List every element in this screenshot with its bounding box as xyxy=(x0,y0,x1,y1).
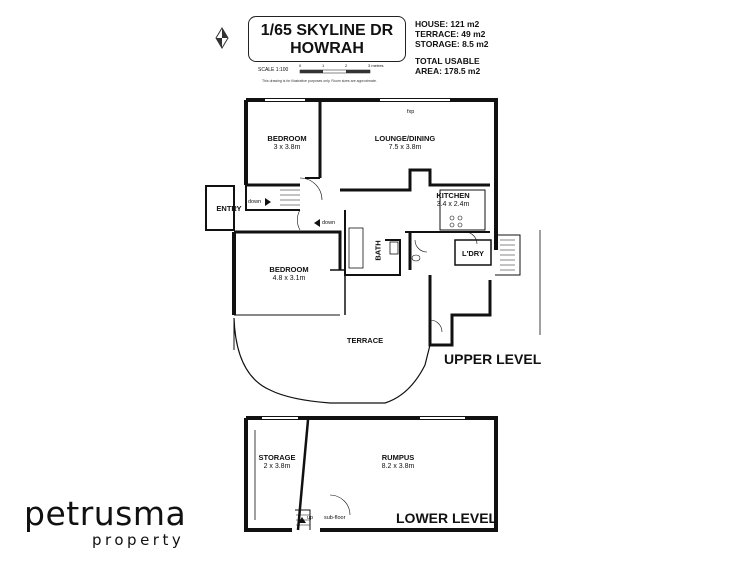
room-lounge-size: 7.5 x 3.8m xyxy=(388,144,422,151)
room-kitchen: KITCHEN 3.4 x 2.4m xyxy=(430,191,476,209)
room-rumpus-size: 8.2 x 3.8m xyxy=(381,463,415,470)
area-terrace: TERRACE: 49 m2 xyxy=(415,29,486,39)
room-terrace: TERRACE xyxy=(340,336,390,345)
room-bedroom1-name: BEDROOM xyxy=(267,134,307,143)
room-laundry-name: L'DRY xyxy=(462,249,484,258)
title-line1: 1/65 SKYLINE DR xyxy=(260,22,394,39)
scale-label: SCALE 1:100 xyxy=(258,67,289,73)
room-storage-size: 2 x 3.8m xyxy=(263,463,291,470)
room-laundry: L'DRY xyxy=(456,249,490,258)
title-line2: HOWRAH xyxy=(290,40,364,57)
level-upper: UPPER LEVEL xyxy=(444,351,542,367)
room-entry-name: ENTRY xyxy=(216,204,242,213)
room-bedroom2-size: 4.8 x 3.1m xyxy=(272,275,306,282)
room-bedroom1-size: 3 x 3.8m xyxy=(273,144,301,151)
room-lounge-name: LOUNGE/DINING xyxy=(374,134,436,143)
arrow-right-icon xyxy=(265,198,271,206)
room-storage-name: STORAGE xyxy=(258,453,296,462)
room-kitchen-name: KITCHEN xyxy=(436,191,470,200)
room-bath-name: BATH xyxy=(373,240,383,261)
room-kitchen-size: 3.4 x 2.4m xyxy=(436,201,470,208)
property-title: 1/65 SKYLINE DR HOWRAH xyxy=(248,16,406,62)
arrow-left-icon xyxy=(314,219,320,227)
arrow-up-icon xyxy=(298,517,306,523)
label-up: up xyxy=(307,515,314,521)
room-entry: ENTRY xyxy=(212,204,246,213)
scale-tick-2: 2 xyxy=(345,63,348,68)
label-down-hall: down xyxy=(322,220,336,226)
scale-tick-0: 0 xyxy=(299,63,302,68)
room-bedroom2: BEDROOM 4.8 x 3.1m xyxy=(260,265,318,283)
area-summary: HOUSE: 121 m2 TERRACE: 49 m2 STORAGE: 8.… xyxy=(415,19,489,76)
area-storage: STORAGE: 8.5 m2 xyxy=(415,39,489,49)
label-subfloor: sub-floor xyxy=(324,515,346,521)
area-total-label: TOTAL USABLE xyxy=(415,56,480,66)
label-down-entry: down xyxy=(248,199,262,205)
level-lower: LOWER LEVEL xyxy=(396,510,498,526)
scale-note: This drawing is for illustrative purpose… xyxy=(262,79,377,83)
label-fxp: fxp xyxy=(407,109,415,115)
room-rumpus-name: RUMPUS xyxy=(381,453,415,462)
area-total-value: AREA: 178.5 m2 xyxy=(415,66,481,76)
brand-logo: petrusma property xyxy=(24,494,187,549)
logo-main: petrusma xyxy=(24,494,187,533)
room-bedroom1: BEDROOM 3 x 3.8m xyxy=(262,134,312,152)
room-storage: STORAGE 2 x 3.8m xyxy=(253,453,301,471)
room-lounge: LOUNGE/DINING 7.5 x 3.8m xyxy=(360,134,450,152)
scale-tick-3: 3 metres xyxy=(368,63,384,68)
area-house: HOUSE: 121 m2 xyxy=(415,19,480,29)
lower-level-walls xyxy=(244,416,498,532)
compass-icon xyxy=(215,27,229,49)
room-bath: BATH xyxy=(374,237,383,265)
room-rumpus: RUMPUS 8.2 x 3.8m xyxy=(373,453,423,471)
scale-bar xyxy=(299,69,371,74)
room-bedroom2-name: BEDROOM xyxy=(269,265,309,274)
room-terrace-name: TERRACE xyxy=(346,336,384,345)
scale-tick-1: 1 xyxy=(322,63,325,68)
upper-level-walls xyxy=(205,98,541,404)
logo-sub: property xyxy=(92,531,185,549)
